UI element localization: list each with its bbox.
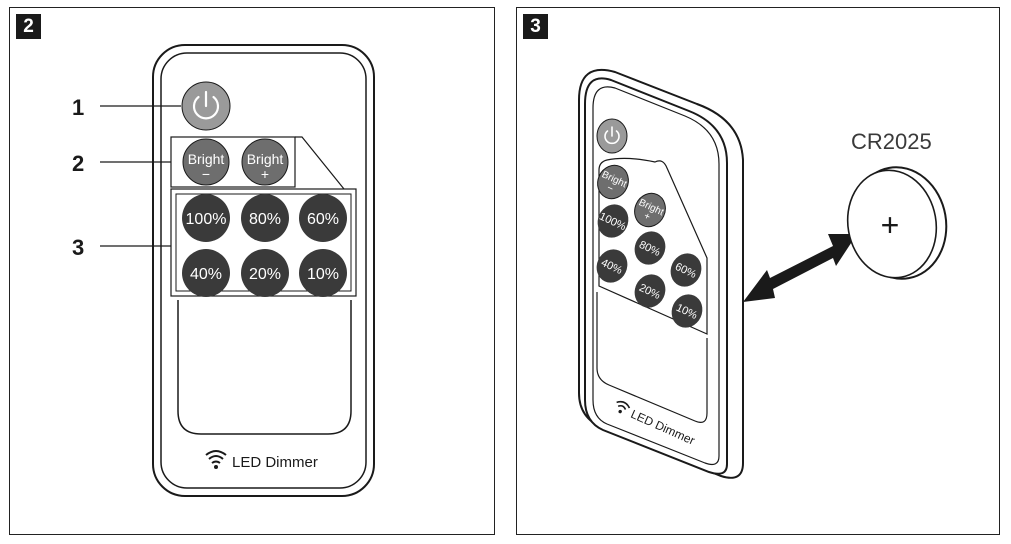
level-100-label: 100% [186,211,227,228]
bright-minus-sign: − [605,183,615,196]
level-20-button[interactable]: 20% [241,249,289,297]
figure-panel-2: 2 Bright − Bright + [9,7,495,535]
power-button[interactable] [596,118,628,154]
wireless-signal-icon [205,450,227,469]
level-80-button[interactable]: 80% [241,194,289,242]
bright-plus-sign: + [642,211,652,224]
panel-number: 3 [523,14,548,39]
bright-minus-sign: − [202,166,210,182]
level-40-button[interactable]: 40% [591,244,633,287]
level-80-label: 80% [249,211,281,228]
level-40-label: 40% [190,266,222,283]
level-10-button[interactable]: 10% [666,289,708,332]
remote-front-view: Bright − Bright + 100% 80% 60% 40% [72,44,375,497]
brand-label: LED Dimmer [232,454,318,471]
figure-panel-3: 3 Bright − Bright + [516,7,1000,535]
battery-insertion-view: Bright − Bright + 100% 80% 60% 40% 20% [578,68,948,479]
level-60-button[interactable]: 60% [665,248,707,291]
level-40-button[interactable]: 40% [182,249,230,297]
level-20-button[interactable]: 20% [629,269,671,312]
bright-minus-label: Bright [188,151,225,167]
panel-number: 2 [16,14,41,39]
power-icon [604,126,620,145]
button-group-frame [598,157,708,335]
frame-connector [295,136,345,190]
coin-cell-battery: + [846,166,948,280]
bright-plus-button[interactable]: Bright + [241,138,289,186]
level-10-label: 10% [307,266,339,283]
bright-minus-button[interactable]: Bright − [592,160,634,203]
callout-1: 1 [72,95,84,120]
bright-minus-button[interactable]: Bright − [182,138,230,186]
remote-lower-panel [596,292,708,423]
remote-inner-bezel [160,52,367,489]
battery-label: CR2025 [851,129,932,154]
level-10-button[interactable]: 10% [299,249,347,297]
level-60-label: 60% [307,211,339,228]
power-icon [192,90,220,120]
callout-3: 3 [72,235,84,260]
wireless-signal-icon [616,400,631,414]
level-60-button[interactable]: 60% [299,194,347,242]
remote-inner-bezel [592,86,720,466]
bright-plus-label: Bright [247,151,284,167]
bright-plus-button[interactable]: Bright + [629,188,671,231]
callout-2: 2 [72,151,84,176]
level-80-button[interactable]: 80% [629,226,671,269]
level-20-label: 20% [249,266,281,283]
remote-lower-panel [177,300,352,435]
level-100-button[interactable]: 100% [182,194,230,242]
battery-polarity-symbol: + [881,207,900,243]
level-100-button[interactable]: 100% [592,199,634,242]
power-button[interactable] [181,81,231,131]
double-arrow-icon [743,234,857,302]
bright-plus-sign: + [261,166,269,182]
